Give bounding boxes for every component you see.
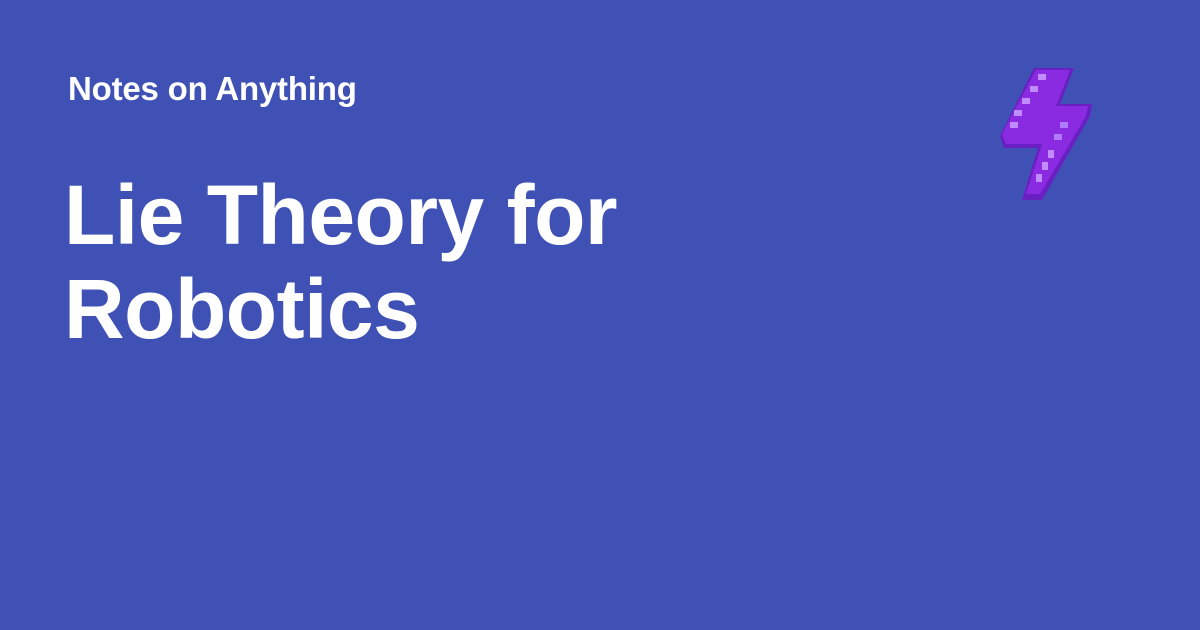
bolt-highlight: [1030, 86, 1038, 92]
bolt-highlight: [1038, 74, 1046, 80]
lightning-bolt-icon: [994, 64, 1094, 204]
bolt-highlight: [1054, 134, 1062, 140]
bolt-highlight: [1060, 122, 1068, 128]
bolt-highlight: [1010, 122, 1018, 128]
bolt-highlight: [1048, 150, 1054, 158]
bolt-highlight: [1022, 98, 1030, 104]
post-title: Lie Theory for Robotics: [64, 168, 618, 356]
bolt-body: [1002, 70, 1088, 194]
bolt-highlight: [1042, 162, 1048, 170]
bolt-highlight: [1014, 110, 1022, 116]
bolt-highlight: [1036, 174, 1042, 182]
site-name: Notes on Anything: [68, 70, 357, 107]
